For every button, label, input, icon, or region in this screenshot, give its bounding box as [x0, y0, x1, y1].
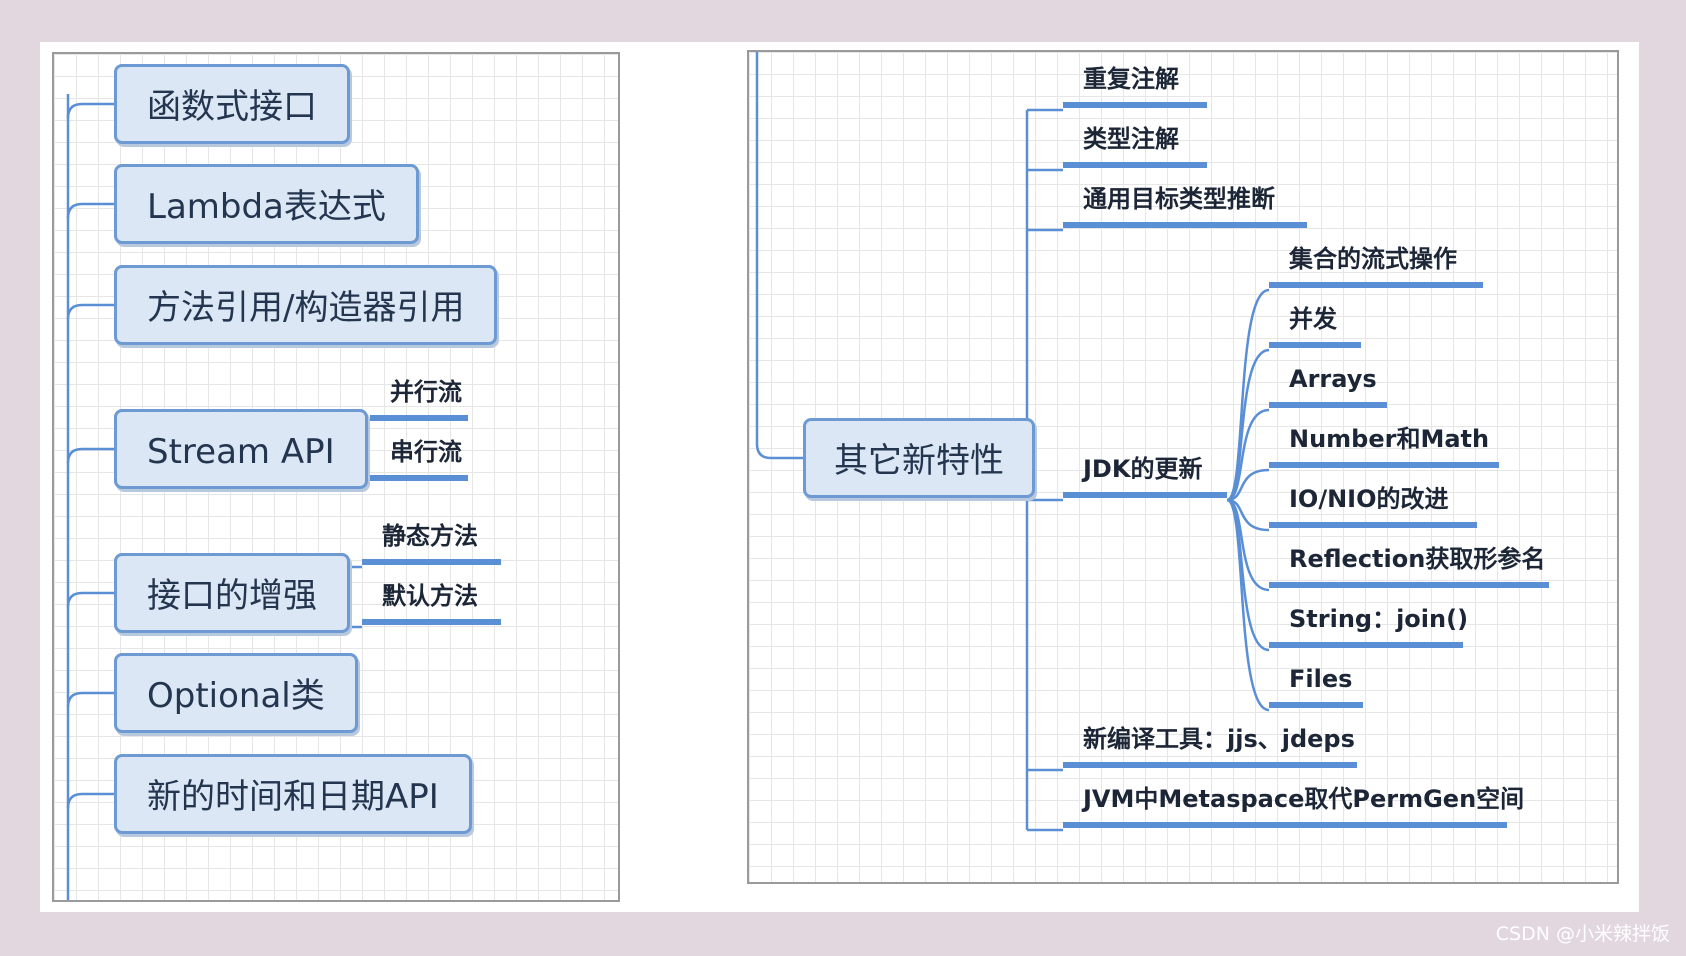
branch-node-lambda: Lambda表达式	[114, 164, 419, 244]
leaf-number-math: Number和Math	[1269, 424, 1499, 468]
center-node-other-features: 其它新特性	[803, 418, 1035, 498]
branch-jdk-updates: JDK的更新	[1063, 454, 1227, 498]
branch-node-method-reference: 方法引用/构造器引用	[114, 265, 498, 345]
leaf-files: Files	[1269, 664, 1363, 708]
branch-node-functional-interface: 函数式接口	[114, 64, 350, 144]
leaf-reflection-params: Reflection获取形参名	[1269, 544, 1549, 588]
branch-new-compiler-tools: 新编译工具：jjs、jdeps	[1063, 724, 1357, 768]
branch-node-optional: Optional类	[114, 653, 358, 733]
branch-label: Stream API	[147, 432, 335, 472]
branch-target-type-inference: 通用目标类型推断	[1063, 184, 1307, 228]
watermark: CSDN @小米辣拌饭	[1495, 923, 1670, 945]
branch-repeating-annotations: 重复注解	[1063, 64, 1207, 108]
branch-node-stream-api: Stream API	[114, 409, 368, 489]
leaf-default-method: 默认方法	[362, 581, 501, 625]
leaf-parallel-stream: 并行流	[370, 377, 468, 421]
leaf-sequential-stream: 串行流	[370, 437, 468, 481]
diagram-canvas: 函数式接口 Lambda表达式 方法引用/构造器引用 Stream API 并行…	[40, 42, 1639, 912]
branch-label: 新的时间和日期API	[147, 777, 439, 817]
right-mindmap-panel: 其它新特性 重复注解 类型注解 通用目标类型推断 JDK的更新 集合的流式操作 …	[747, 50, 1619, 884]
branch-type-annotations: 类型注解	[1063, 124, 1207, 168]
branch-label: Optional类	[147, 676, 325, 716]
leaf-io-nio: IO/NIO的改进	[1269, 484, 1477, 528]
leaf-collection-stream-ops: 集合的流式操作	[1269, 244, 1483, 288]
left-mindmap-panel: 函数式接口 Lambda表达式 方法引用/构造器引用 Stream API 并行…	[52, 52, 620, 902]
branch-label: Lambda表达式	[147, 187, 386, 227]
leaf-static-method: 静态方法	[362, 521, 501, 565]
branch-label: 方法引用/构造器引用	[147, 288, 465, 328]
branch-node-datetime-api: 新的时间和日期API	[114, 754, 472, 834]
branch-node-interface-enhancement: 接口的增强	[114, 553, 350, 633]
leaf-string-join: String：join()	[1269, 604, 1468, 648]
leaf-concurrency: 并发	[1269, 304, 1361, 348]
branch-label: 函数式接口	[147, 87, 317, 127]
leaf-arrays: Arrays	[1269, 364, 1387, 408]
right-connector-lines	[755, 52, 1270, 832]
center-label: 其它新特性	[834, 441, 1004, 481]
branch-metaspace: JVM中Metaspace取代PermGen空间	[1063, 784, 1524, 828]
branch-label: 接口的增强	[147, 576, 317, 616]
